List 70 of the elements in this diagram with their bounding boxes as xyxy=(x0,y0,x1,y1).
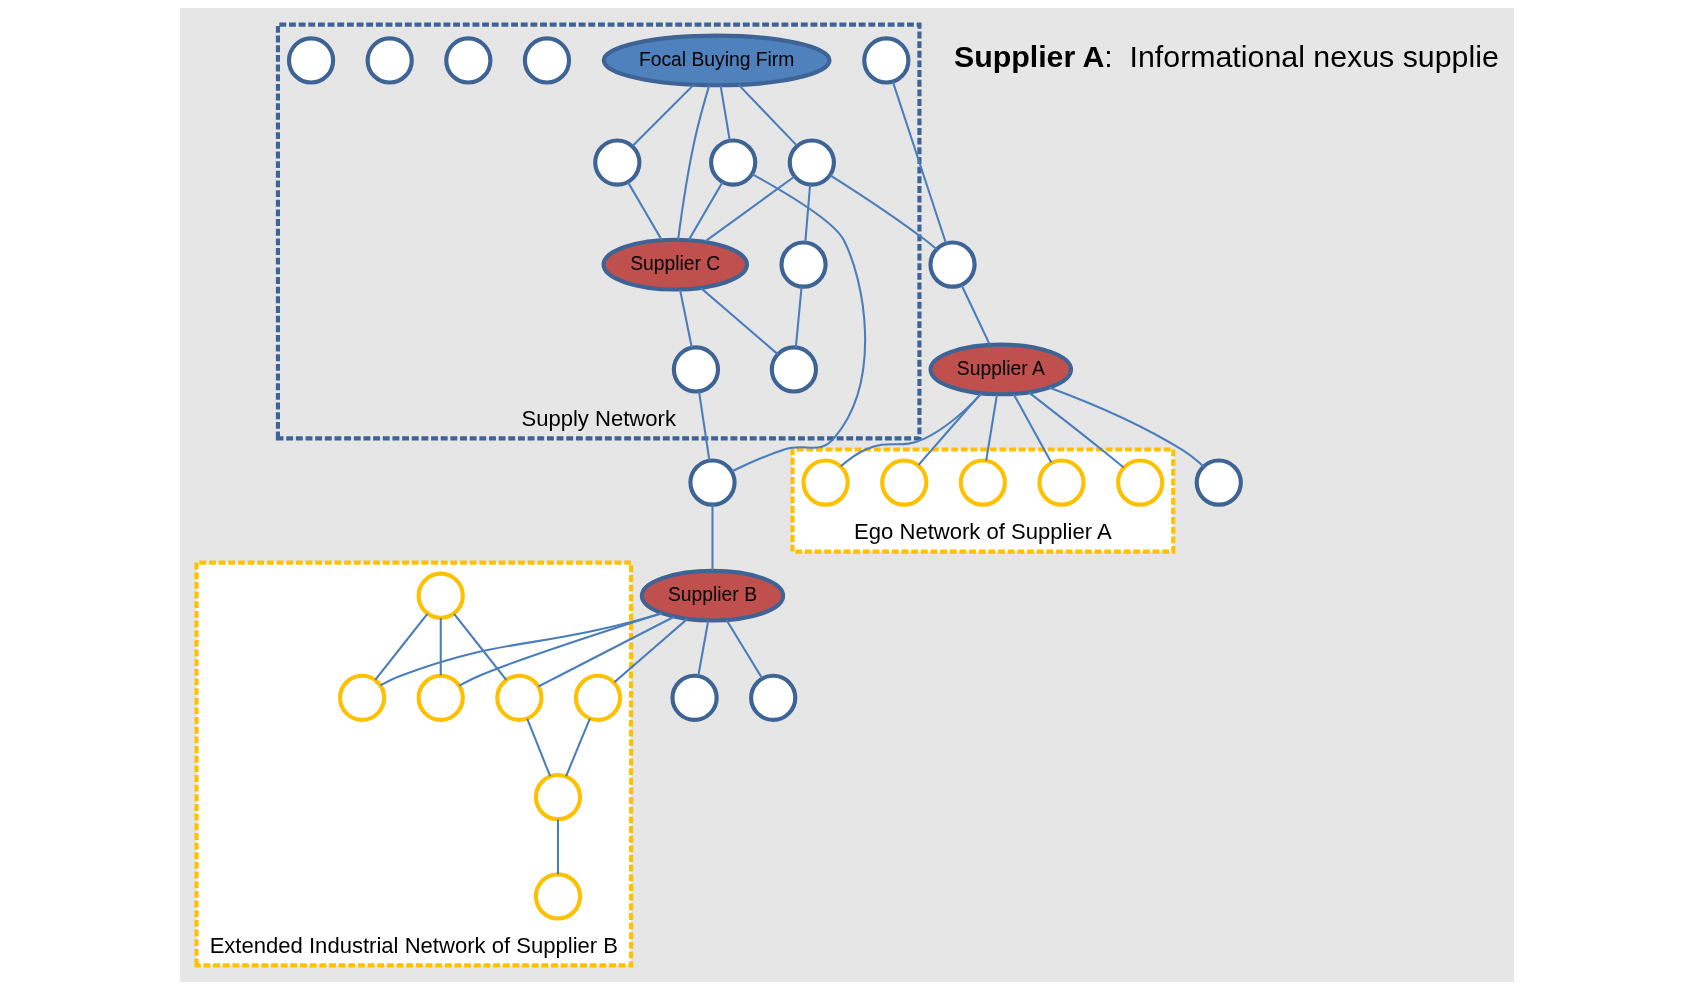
node-circle xyxy=(800,458,850,507)
connector xyxy=(452,613,507,681)
connector xyxy=(1048,386,1204,468)
connector xyxy=(556,819,559,875)
connector xyxy=(725,619,763,679)
node-circle xyxy=(927,240,977,289)
node-circle xyxy=(573,673,622,722)
connector xyxy=(687,181,723,241)
node-circle xyxy=(748,673,797,722)
node-circle xyxy=(533,772,582,822)
connector xyxy=(829,174,937,250)
connector xyxy=(676,85,710,240)
connector xyxy=(703,175,795,243)
connector xyxy=(710,504,714,571)
connector xyxy=(1027,391,1124,469)
node-circle xyxy=(879,458,928,507)
node-circle xyxy=(494,673,543,722)
connector xyxy=(379,612,662,687)
connector xyxy=(678,289,693,348)
cluster: Ego Network of Supplier A xyxy=(789,447,1175,554)
connector xyxy=(917,393,982,466)
connector xyxy=(613,618,688,683)
connector xyxy=(803,184,811,243)
label: Supplier A: Informational nexus supplie xyxy=(953,39,1499,73)
cluster: Extended Industrial Network of Supplier B xyxy=(194,560,633,968)
connector xyxy=(731,173,866,473)
connector xyxy=(631,84,694,147)
connector xyxy=(794,286,803,348)
node-circle xyxy=(708,138,757,187)
connector xyxy=(699,287,778,355)
node-circle xyxy=(416,571,465,620)
node-circle xyxy=(769,345,818,394)
node-circle xyxy=(416,673,465,722)
connector xyxy=(439,618,442,676)
node-circle xyxy=(1115,458,1164,507)
node-circle xyxy=(669,673,719,722)
node-circle xyxy=(787,138,836,187)
connector xyxy=(737,84,797,147)
node-circle xyxy=(522,36,571,85)
node-circle xyxy=(861,36,910,85)
node-circle xyxy=(778,240,828,289)
connector xyxy=(839,393,982,468)
connector xyxy=(564,718,591,777)
node-circle xyxy=(687,458,737,507)
node-ellipse: Supplier B xyxy=(639,568,785,623)
node-circle xyxy=(958,458,1007,507)
connector xyxy=(696,620,709,676)
connector xyxy=(960,284,991,346)
node-ellipse: Focal Buying Firm xyxy=(601,33,832,88)
connector xyxy=(1012,393,1052,464)
connector xyxy=(537,615,675,688)
node-circle xyxy=(1036,458,1086,507)
node-circle xyxy=(1194,458,1243,507)
node-circle xyxy=(671,345,720,394)
connector xyxy=(626,181,662,241)
node-circle xyxy=(592,138,641,187)
connector xyxy=(891,81,947,244)
connector xyxy=(458,612,662,687)
node-circle xyxy=(286,36,335,85)
node-ellipse: Supplier C xyxy=(600,237,749,292)
connector xyxy=(697,391,710,461)
node-circle xyxy=(365,36,414,85)
node-ellipse: Supplier A xyxy=(928,342,1073,397)
connector xyxy=(984,394,998,461)
node-circle xyxy=(533,872,582,921)
node-circle xyxy=(337,673,386,722)
connector xyxy=(373,613,428,681)
connector xyxy=(525,718,551,777)
node-circle xyxy=(443,36,492,85)
connector xyxy=(719,85,731,141)
